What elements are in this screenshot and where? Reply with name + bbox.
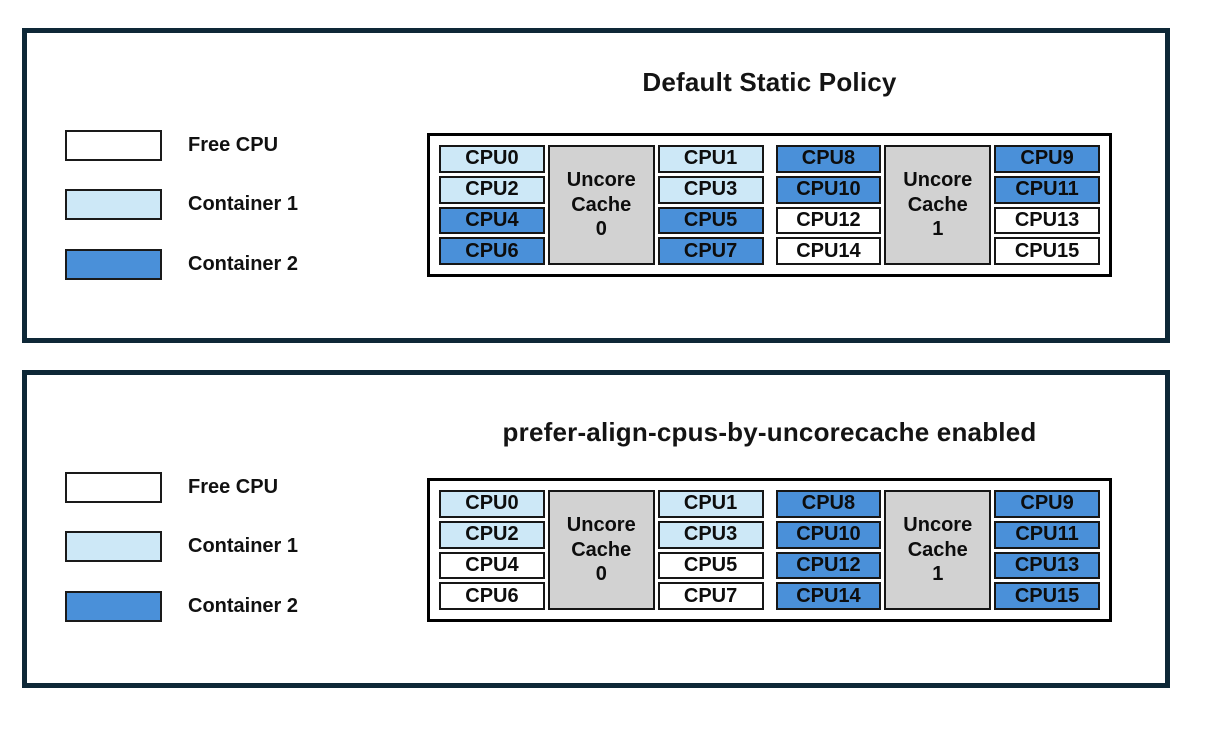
legend-item-free-cpu: Free CPU	[65, 472, 278, 503]
cpu-cell: CPU2	[439, 520, 545, 549]
cpu-cell: CPU15	[994, 582, 1100, 610]
cpu-cell: CPU15	[994, 237, 1100, 265]
legend-label: Container 2	[188, 253, 299, 275]
cpu-column-right: CPU9 CPU11 CPU13 CPU15	[994, 490, 1100, 610]
cpu-cell: CPU7	[657, 237, 764, 265]
cpu-cell: CPU0	[439, 145, 545, 173]
cpu-cell: CPU14	[775, 237, 882, 265]
cpu-cell: CPU9	[994, 145, 1100, 173]
cache-label-line: Cache	[571, 538, 632, 561]
cpu-cell: CPU3	[657, 520, 764, 549]
cpu-cell: CPU8	[775, 145, 882, 173]
panel-title: prefer-align-cpus-by-uncorecache enabled	[502, 417, 1037, 447]
uncore-cache-1-group: CPU8 CPU10 CPU12 CPU14 Uncore Cache 1 CP…	[775, 145, 1100, 265]
uncore-cache-1-cell: Uncore Cache 1	[884, 145, 992, 265]
panel-default-static-policy: Default Static Policy Free CPU Container…	[22, 28, 1170, 343]
cpu-column-right: CPU1 CPU3 CPU5 CPU7	[657, 490, 764, 610]
cache-label-line: Uncore	[903, 169, 973, 192]
cpu-cell: CPU8	[775, 490, 882, 518]
cpu-cell: CPU10	[775, 520, 882, 549]
uncore-cache-0-group: CPU0 CPU2 CPU4 CPU6 Uncore Cache 0 CPU1 …	[439, 490, 764, 610]
legend-swatch-container-1	[65, 531, 162, 562]
cpu-cell: CPU6	[439, 582, 545, 610]
legend-swatch-container-1	[65, 189, 162, 220]
legend-item-container-2: Container 2	[65, 591, 298, 622]
legend-swatch-free-cpu	[65, 472, 162, 503]
legend-item-container-2: Container 2	[65, 249, 298, 280]
panel-title: Default Static Policy	[642, 67, 897, 97]
legend-label: Free CPU	[188, 134, 279, 156]
cpu-cell: CPU11	[994, 175, 1100, 204]
cache-label-line: 0	[595, 563, 607, 586]
cpu-cell: CPU9	[994, 490, 1100, 518]
uncore-cache-1-cell: Uncore Cache 1	[884, 490, 992, 610]
cpu-cell: CPU13	[994, 551, 1100, 580]
legend-swatch-container-2	[65, 249, 162, 280]
cache-label-line: Uncore	[903, 514, 973, 537]
cpu-column-left: CPU0 CPU2 CPU4 CPU6	[439, 490, 545, 610]
uncore-cache-1-group: CPU8 CPU10 CPU12 CPU14 Uncore Cache 1 CP…	[775, 490, 1100, 610]
legend-label: Free CPU	[188, 476, 279, 498]
cpu-cell: CPU4	[439, 551, 545, 580]
cpu-cell: CPU11	[994, 520, 1100, 549]
legend-swatch-container-2	[65, 591, 162, 622]
cache-label-line: 1	[932, 563, 944, 586]
legend: Free CPU Container 1 Container 2	[65, 375, 395, 683]
cpu-cell: CPU2	[439, 175, 545, 204]
cpu-cell: CPU4	[439, 206, 545, 235]
cpu-cell: CPU1	[657, 490, 764, 518]
cache-label-line: Uncore	[566, 514, 636, 537]
cache-label-line: 0	[595, 218, 607, 241]
cpu-cell: CPU13	[994, 206, 1100, 235]
cache-label-line: Cache	[571, 193, 632, 216]
cpu-column-left: CPU8 CPU10 CPU12 CPU14	[775, 145, 882, 265]
cpu-cell: CPU12	[775, 551, 882, 580]
panel-prefer-align-cpus-by-uncorecache: prefer-align-cpus-by-uncorecache enabled…	[22, 370, 1170, 688]
cpu-topology-diagram: CPU0 CPU2 CPU4 CPU6 Uncore Cache 0 CPU1 …	[427, 478, 1112, 622]
cache-label-line: Cache	[907, 193, 968, 216]
cpu-cell: CPU14	[775, 582, 882, 610]
legend-label: Container 2	[188, 595, 299, 617]
cache-label-line: Cache	[907, 538, 968, 561]
cpu-cell: CPU3	[657, 175, 764, 204]
cpu-cell: CPU5	[657, 551, 764, 580]
cpu-cell: CPU5	[657, 206, 764, 235]
legend-item-free-cpu: Free CPU	[65, 130, 278, 161]
cpu-topology-diagram: CPU0 CPU2 CPU4 CPU6 Uncore Cache 0 CPU1 …	[427, 133, 1112, 277]
cpu-cell: CPU0	[439, 490, 545, 518]
cpu-column-left: CPU0 CPU2 CPU4 CPU6	[439, 145, 545, 265]
legend: Free CPU Container 1 Container 2	[65, 33, 395, 338]
cache-label-line: 1	[932, 218, 944, 241]
uncore-cache-0-group: CPU0 CPU2 CPU4 CPU6 Uncore Cache 0 CPU1 …	[439, 145, 764, 265]
cpu-cell: CPU6	[439, 237, 545, 265]
cpu-cell: CPU7	[657, 582, 764, 610]
cpu-cell: CPU12	[775, 206, 882, 235]
legend-label: Container 1	[188, 535, 299, 557]
uncore-cache-0-cell: Uncore Cache 0	[547, 490, 655, 610]
legend-item-container-1: Container 1	[65, 531, 298, 562]
uncore-cache-0-cell: Uncore Cache 0	[547, 145, 655, 265]
legend-label: Container 1	[188, 193, 299, 215]
legend-item-container-1: Container 1	[65, 189, 298, 220]
cpu-cell: CPU10	[775, 175, 882, 204]
legend-swatch-free-cpu	[65, 130, 162, 161]
cache-label-line: Uncore	[566, 169, 636, 192]
cpu-column-left: CPU8 CPU10 CPU12 CPU14	[775, 490, 882, 610]
cpu-column-right: CPU1 CPU3 CPU5 CPU7	[657, 145, 764, 265]
cpu-cell: CPU1	[657, 145, 764, 173]
cpu-column-right: CPU9 CPU11 CPU13 CPU15	[994, 145, 1100, 265]
